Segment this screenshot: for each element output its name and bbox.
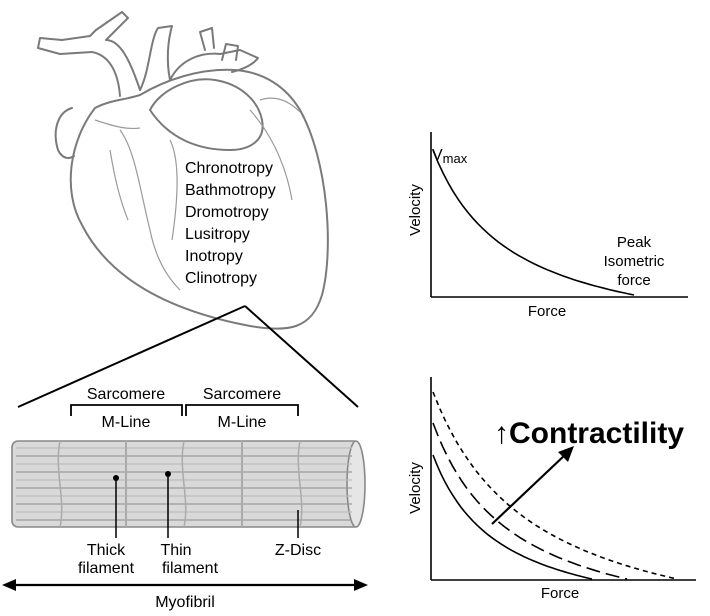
myofibril-label: Myofibril	[155, 594, 215, 611]
property-inotropy: Inotropy	[185, 248, 243, 265]
z-disc-line	[297, 440, 303, 528]
mline-right-label: M-Line	[218, 414, 267, 431]
property-bathmotropy: Bathmotropy	[185, 182, 276, 199]
sarcomere-left-label: Sarcomere	[87, 386, 165, 403]
property-lusitropy: Lusitropy	[185, 226, 250, 243]
chart2-ylabel: Velocity	[407, 462, 424, 514]
contractility-label: ↑Contractility	[494, 417, 684, 450]
filament-pointers: Thick filament Thin filament Z-Disc	[78, 471, 321, 577]
sarcomere-brackets: Sarcomere Sarcomere M-Line M-Line	[70, 386, 299, 431]
chart-force-velocity: Force Velocity Vmax Peak Isometric force	[407, 132, 688, 320]
z-disc-line	[57, 440, 63, 528]
filament-pattern	[16, 440, 352, 528]
mline-left-label: M-Line	[102, 414, 151, 431]
vmax-label: Vmax	[432, 147, 468, 166]
chart1-xlabel: Force	[528, 303, 566, 320]
z-disc-label: Z-Disc	[275, 542, 321, 559]
sarcomere-right-label: Sarcomere	[203, 386, 281, 403]
sarcomere-right-bracket	[185, 404, 299, 416]
contractility-arrowhead	[558, 446, 574, 462]
peak-label-3: force	[617, 272, 650, 289]
chart1-curve	[432, 149, 635, 296]
contractility-arrow	[491, 453, 567, 525]
thin-filament-label-1: Thin	[160, 542, 191, 559]
chart-contractility: ↑Contractility Force Velocity	[407, 377, 696, 602]
property-dromotropy: Dromotropy	[185, 204, 269, 221]
peak-label-1: Peak	[617, 234, 652, 251]
thick-filament-label-2: filament	[78, 560, 135, 577]
myofibril-arrow: Myofibril	[2, 579, 368, 611]
zoom-lines	[17, 305, 359, 408]
myofibril-illustration	[11, 440, 366, 528]
thin-filament-label-2: filament	[162, 560, 219, 577]
property-chronotropy: Chronotropy	[185, 160, 273, 177]
property-clinotropy: Clinotropy	[185, 270, 257, 287]
heart-properties-list: Chronotropy Bathmotropy Dromotropy Lusit…	[185, 160, 276, 287]
chart2-curve-further-increased	[432, 391, 678, 580]
sarcomere-left-bracket	[70, 404, 183, 416]
chart2-xlabel: Force	[541, 585, 579, 602]
z-disc-line	[181, 440, 187, 528]
thick-filament-label-1: Thick	[87, 542, 126, 559]
chart2-curve-increased	[432, 422, 628, 580]
chart2-curve-baseline	[432, 454, 593, 580]
peak-label-2: Isometric	[604, 253, 665, 270]
heart-illustration	[37, 11, 329, 330]
chart1-ylabel: Velocity	[407, 184, 424, 236]
